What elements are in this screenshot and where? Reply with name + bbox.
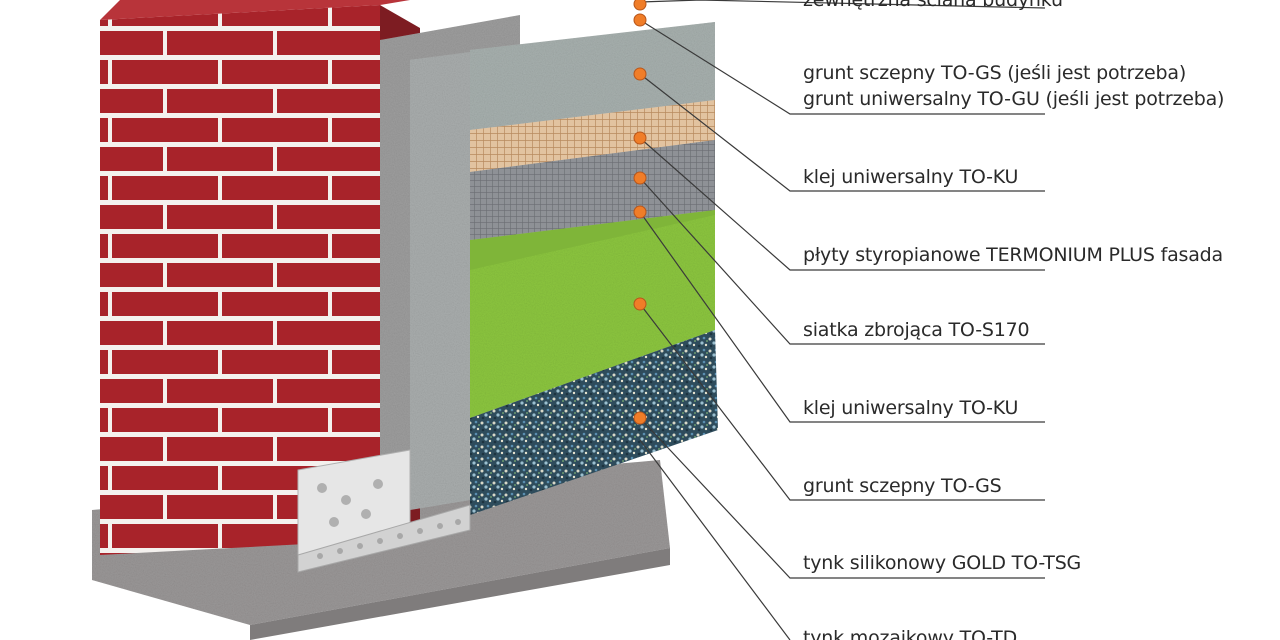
- label-eps-boards: płyty styropianowe TERMONIUM PLUS fasada: [803, 244, 1223, 266]
- label-primer-gs: grunt sczepny TO-GS: [803, 475, 1002, 497]
- label-silicone-plaster: tynk silikonowy GOLD TO-TSG: [803, 552, 1082, 574]
- reinforcement-mesh: [470, 100, 715, 172]
- adhesive-grey-band: [470, 140, 715, 240]
- starter-profile: [297, 449, 471, 573]
- mosaic-plaster: [470, 330, 718, 515]
- label-adhesive-ku-2: klej uniwersalny TO-KU: [803, 397, 1019, 419]
- label-primer-gs-optional: grunt sczepny TO-GS (jeśli jest potrzeba…: [803, 62, 1187, 84]
- label-adhesive-ku-1: klej uniwersalny TO-KU: [803, 166, 1019, 188]
- layer-markers: [633, 0, 647, 425]
- leader-lines: [639, 0, 1046, 640]
- primer-upper: [470, 22, 715, 130]
- label-exterior-wall: zewnętrzna ściana budynku: [803, 0, 1063, 11]
- label-mosaic-plaster: tynk mozaikowy TO-TD: [803, 627, 1018, 640]
- label-primer-gu-optional: grunt uniwersalny TO-GU (jeśli jest potr…: [803, 88, 1225, 110]
- label-reinforcement-mesh: siatka zbrojąca TO-S170: [803, 319, 1030, 341]
- silicone-plaster-green: [470, 210, 715, 418]
